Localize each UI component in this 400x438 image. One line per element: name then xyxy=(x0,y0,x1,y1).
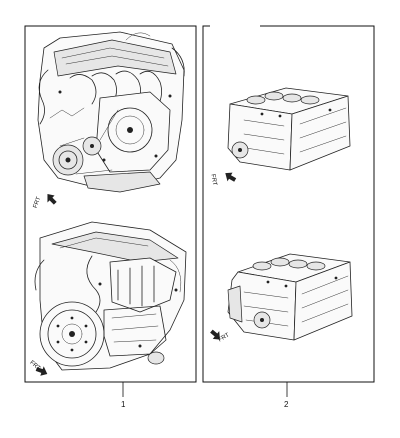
short-block-assembly-top xyxy=(227,87,351,171)
front-direction-arrow-icon: FRT xyxy=(33,194,57,209)
callout-1-label: 1 xyxy=(121,400,126,409)
callout-2-label: 2 xyxy=(284,400,289,409)
complete-engine-assembly-top xyxy=(37,31,185,193)
front-direction-arrow-icon: FRT xyxy=(209,172,237,187)
frt-label-engine-top: FRT xyxy=(33,196,43,209)
frt-label-block-top: FRT xyxy=(209,174,217,187)
complete-engine-assembly-bottom xyxy=(34,221,187,371)
front-direction-arrow-icon: FRT xyxy=(210,329,231,343)
short-block-assembly-bottom xyxy=(227,253,353,341)
front-direction-arrow-icon: FRT xyxy=(28,360,48,376)
right-group-frame xyxy=(202,25,375,383)
left-group-frame xyxy=(24,25,197,383)
frt-label-block-bottom: FRT xyxy=(218,332,231,343)
